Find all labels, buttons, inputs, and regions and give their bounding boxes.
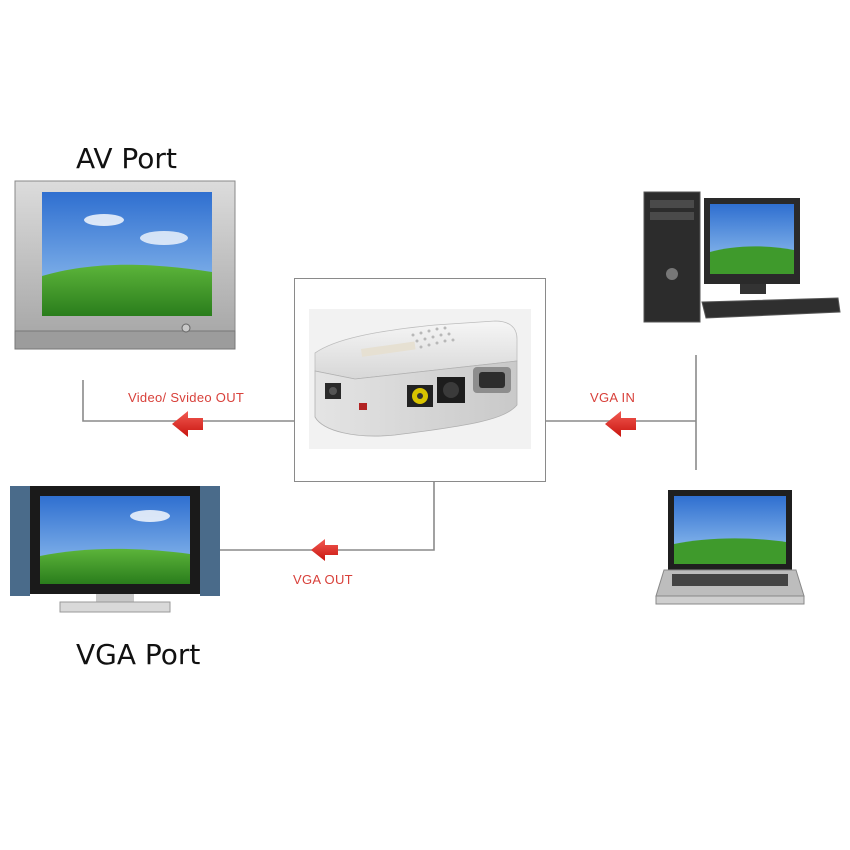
arrow-vga-in-icon bbox=[605, 411, 636, 437]
crt-tv-icon bbox=[14, 180, 236, 350]
vga-in-label: VGA IN bbox=[590, 390, 636, 405]
arrow-vga-out-icon bbox=[311, 539, 338, 561]
converter-frame bbox=[294, 278, 546, 482]
vga-port-title: VGA Port bbox=[76, 638, 201, 671]
arrow-av-out-icon bbox=[172, 411, 203, 437]
vga-out-line bbox=[220, 482, 435, 551]
desktop-pc-icon bbox=[643, 191, 841, 323]
vga-out-label: VGA OUT bbox=[293, 572, 353, 587]
video-svideo-out-label: Video/ Svideo OUT bbox=[128, 390, 245, 405]
laptop-icon bbox=[655, 490, 805, 605]
flat-monitor-icon bbox=[10, 486, 220, 613]
av-port-title: AV Port bbox=[76, 142, 177, 175]
vga-converter-icon bbox=[309, 309, 531, 449]
av-out-line bbox=[82, 380, 294, 422]
